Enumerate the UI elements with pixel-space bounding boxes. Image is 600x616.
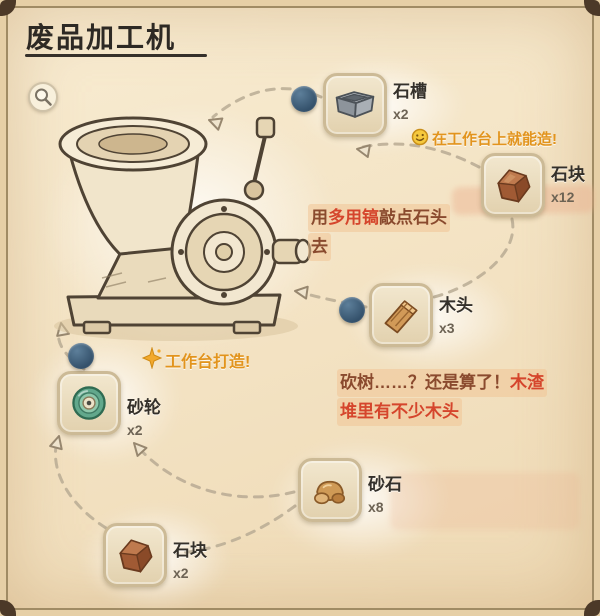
node-grinding-wheel: 砂轮 x2 — [57, 343, 161, 438]
frame-corner — [584, 600, 600, 616]
gravel-pile-icon — [314, 480, 346, 505]
item-label: 木头 — [439, 296, 473, 315]
item-count: x3 — [439, 320, 455, 336]
page-title: 废品加工机 — [26, 22, 177, 53]
step-marker-dot — [339, 297, 365, 323]
item-card-stone-block[interactable] — [103, 523, 167, 587]
frame-corner — [0, 600, 16, 616]
item-card-wood[interactable] — [369, 283, 433, 347]
sparkle-icon — [141, 347, 163, 369]
node-stone-trough: 石槽 x2 — [291, 73, 427, 137]
stone-block-icon — [118, 539, 153, 574]
note-chop-tree: 砍树……？还是算了！木渣 堆里有不少木头 — [337, 369, 547, 427]
recycler-machine-illustration — [54, 116, 312, 341]
node-wood: 木头 x3 — [339, 283, 473, 347]
smiley-face-icon — [411, 128, 429, 146]
item-card-stone-block[interactable] — [481, 153, 545, 217]
step-marker-dot — [68, 343, 94, 369]
item-count: x8 — [368, 499, 384, 515]
item-label: 石块 — [551, 165, 585, 184]
item-card-stone-trough[interactable] — [323, 73, 387, 137]
step-marker-dot — [291, 86, 317, 112]
wood-plank-icon — [384, 300, 418, 334]
grindstone-icon — [72, 386, 106, 420]
item-label: 石槽 — [393, 82, 427, 101]
note-workbench-craft: 工作台打造! — [165, 354, 251, 371]
item-count: x2 — [393, 106, 409, 122]
magnifier-button[interactable] — [28, 82, 58, 112]
stone-trough-icon — [335, 91, 375, 118]
node-stone-block-2: 石块 x2 — [103, 523, 207, 587]
item-label: 砂轮 — [127, 398, 161, 417]
arrowheads — [49, 117, 371, 457]
item-card-sandstone[interactable] — [298, 458, 362, 522]
item-count: x2 — [127, 422, 143, 438]
item-card-grinding-wheel[interactable] — [57, 371, 121, 435]
item-count: x12 — [551, 189, 575, 205]
item-count: x2 — [173, 565, 189, 581]
node-sandstone: 砂石 x8 — [298, 458, 402, 522]
node-stone-block-12: 石块 x12 — [481, 153, 585, 217]
frame-corner — [584, 0, 600, 16]
note-craftable-on-workbench: 在工作台上就能造! — [432, 131, 557, 148]
magnifier-icon — [35, 88, 52, 106]
title-underline — [25, 54, 207, 57]
note-use-pickaxe: 用多用镐敲点石头 去 — [308, 204, 450, 262]
salmon-paint-strip — [390, 472, 580, 530]
item-label: 石块 — [173, 541, 207, 560]
stone-block-icon — [496, 169, 531, 204]
item-label: 砂石 — [368, 475, 402, 494]
